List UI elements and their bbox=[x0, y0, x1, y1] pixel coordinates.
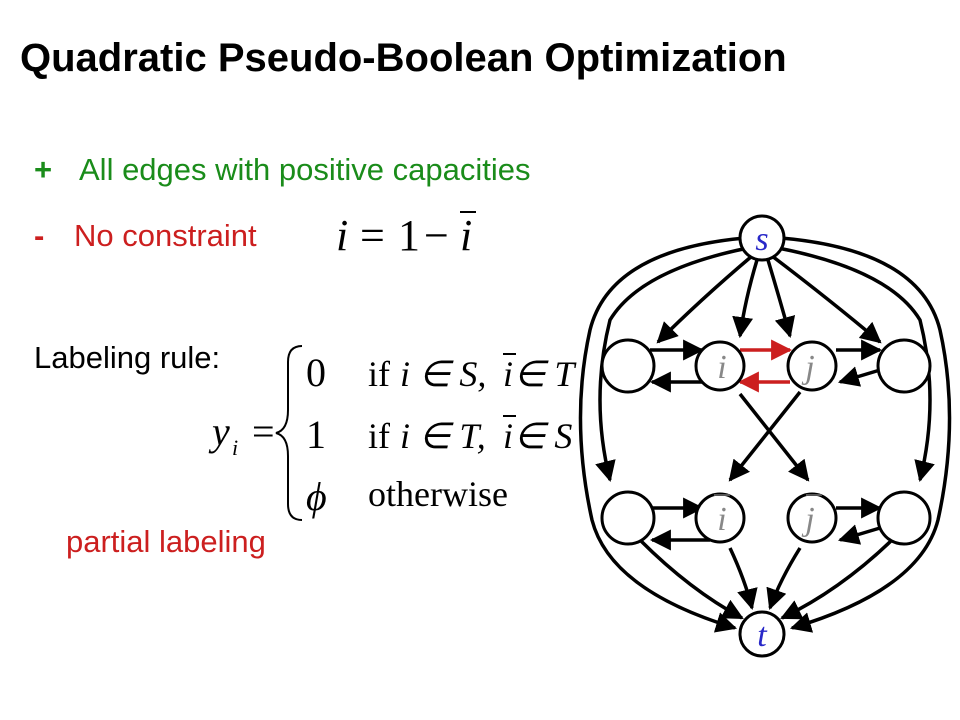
bullet-no-constraint: -No constraint bbox=[34, 218, 257, 254]
edge-s-t-left bbox=[578, 236, 746, 633]
edge-b-j bbox=[837, 366, 881, 387]
slide-title: Quadratic Pseudo-Boolean Optimization bbox=[20, 36, 787, 80]
edge-s-t-right bbox=[780, 236, 952, 633]
cases-var: y bbox=[208, 409, 230, 454]
formula-lhs: i bbox=[336, 211, 348, 260]
case2-value: ϕ bbox=[306, 474, 327, 519]
sink-label: t bbox=[757, 617, 768, 654]
node-i-bar-label: i bbox=[717, 501, 726, 538]
graph-nodes bbox=[600, 214, 932, 658]
case1-barvar: i bbox=[503, 416, 513, 456]
node-right-bottom bbox=[876, 490, 932, 546]
case0-tail: ∈ T bbox=[514, 354, 577, 394]
node-i bbox=[694, 340, 746, 392]
graph-diagram bbox=[578, 236, 952, 633]
edge-s-d bbox=[777, 246, 935, 483]
minus-marker: - bbox=[34, 218, 45, 253]
bullet-positive-capacities: + All edges with positive capacities bbox=[34, 152, 530, 188]
node-left-bottom bbox=[600, 490, 656, 546]
formula-one: 1 bbox=[398, 211, 420, 260]
node-i-label: i bbox=[717, 349, 726, 386]
formula-rhs: i bbox=[460, 211, 472, 260]
graph-labels: s i j i j t bbox=[714, 221, 822, 654]
case0-value: 0 bbox=[306, 350, 326, 395]
cases-eq: = bbox=[252, 409, 275, 454]
plus-marker: + bbox=[34, 152, 53, 187]
bullet-no-constraint-text: No constraint bbox=[74, 218, 257, 253]
node-right-top bbox=[876, 338, 932, 394]
edge-i-jbar bbox=[738, 392, 810, 482]
node-j bbox=[786, 340, 838, 392]
cases-sub: i bbox=[232, 435, 238, 460]
node-source bbox=[738, 214, 786, 262]
case0-barvar: i bbox=[503, 354, 513, 394]
edge-s-j bbox=[766, 259, 796, 339]
cases-brace bbox=[275, 345, 303, 521]
partial-labeling-label: partial labeling bbox=[66, 524, 266, 559]
case1-expr: i ∈ T, bbox=[400, 416, 486, 456]
node-left-top bbox=[600, 338, 656, 394]
edge-j-ibar bbox=[728, 390, 802, 482]
edge-s-a bbox=[656, 254, 754, 344]
node-j-label: j bbox=[801, 349, 814, 386]
edge-ibar-t bbox=[728, 547, 758, 611]
edge-d-t bbox=[780, 538, 894, 620]
node-j-bar-label: j bbox=[801, 501, 814, 538]
node-sink bbox=[738, 610, 786, 658]
case1-value: 1 bbox=[306, 412, 326, 457]
case0-expr: i ∈ S, bbox=[400, 354, 486, 394]
bullet-positive-text: All edges with positive capacities bbox=[79, 152, 531, 187]
case0-if: if bbox=[368, 354, 390, 394]
case1-if: if bbox=[368, 416, 390, 456]
edge-s-i bbox=[732, 259, 759, 339]
formula-minus: − bbox=[424, 211, 449, 260]
edge-s-b bbox=[770, 254, 882, 344]
labeling-cases: y i = 0 if i ∈ S, i ∈ T 1 if i ∈ T, i ∈ … bbox=[208, 345, 577, 521]
edge-s-c bbox=[595, 246, 749, 483]
constraint-formula: i = 1 − i bbox=[336, 211, 476, 260]
formula-eq: = bbox=[360, 211, 385, 260]
source-label: s bbox=[755, 221, 768, 258]
edge-d-jbar bbox=[837, 524, 881, 545]
edge-jbar-t bbox=[766, 547, 802, 610]
edge-c-t bbox=[638, 538, 744, 620]
case1-tail: ∈ S bbox=[514, 416, 572, 456]
labeling-rule-label: Labeling rule: bbox=[34, 340, 221, 375]
case2-otherwise: otherwise bbox=[368, 474, 508, 514]
